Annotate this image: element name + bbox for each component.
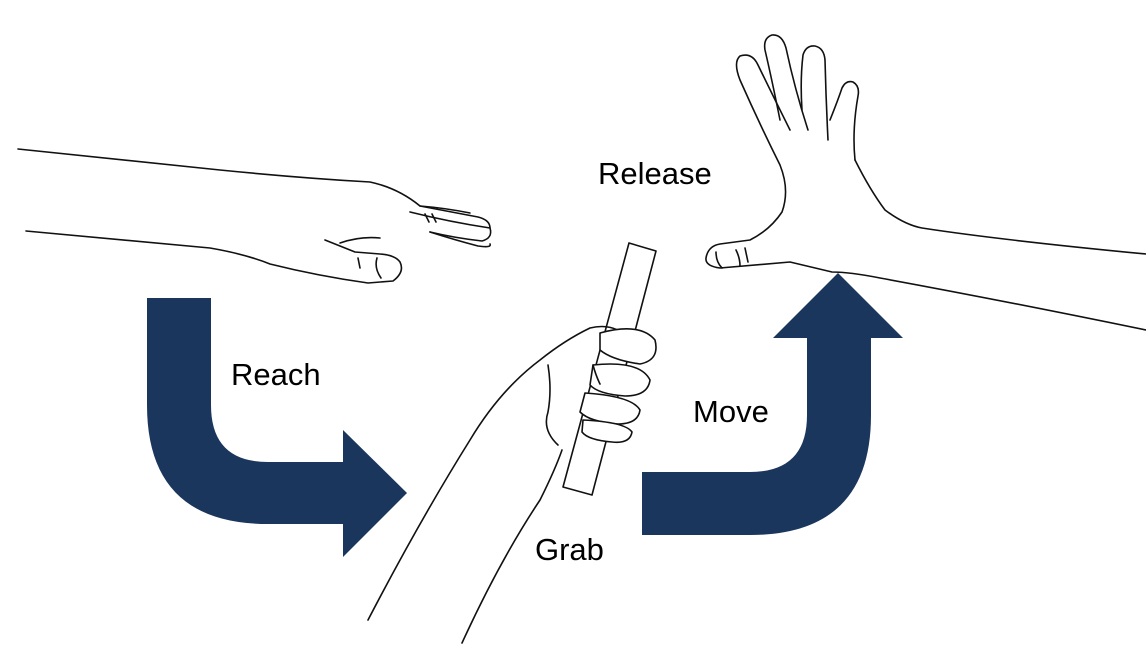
releasing-hand-illustration: [705, 34, 1146, 331]
move-arrow: [642, 273, 903, 535]
reach-arrow: [147, 298, 407, 557]
move-label: Move: [693, 394, 769, 429]
reaching-hand-illustration: [17, 148, 492, 284]
release-label: Release: [598, 156, 712, 191]
reach-label: Reach: [231, 357, 321, 392]
grab-label: Grab: [535, 532, 604, 567]
grabbing-hand-illustration: [367, 242, 657, 644]
